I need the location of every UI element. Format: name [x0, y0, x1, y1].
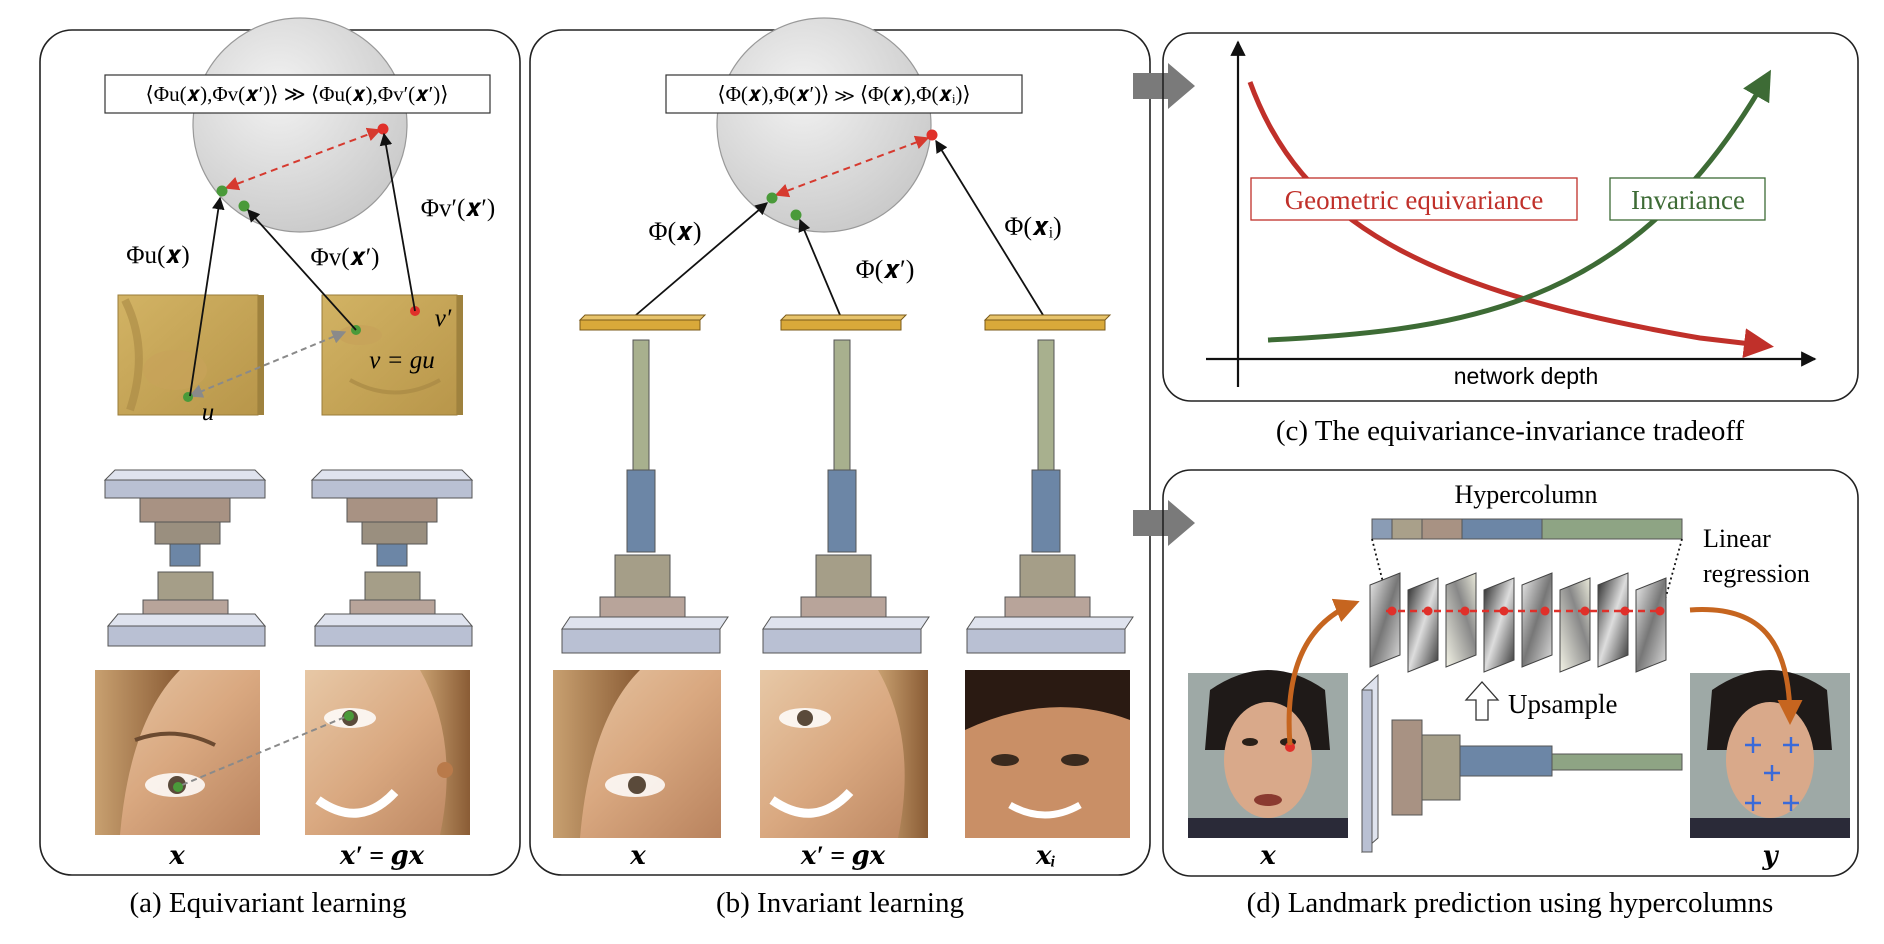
- caption-a: (a) Equivariant learning: [130, 887, 407, 919]
- dashed-gray-arrow-map: [188, 330, 347, 398]
- label-x-a: 𝒙: [168, 841, 185, 870]
- face-photo-xi-b: [965, 670, 1130, 838]
- label-x-d: 𝒙: [1259, 841, 1276, 870]
- label-x-prime-gx-a: 𝒙′ = 𝒈𝒙: [339, 841, 425, 870]
- arrow-v-to-sphere: [247, 209, 357, 331]
- label-x-prime-gx-b: 𝒙′ = 𝒈𝒙: [800, 841, 886, 870]
- legend-box-equivariance: [1250, 177, 1578, 221]
- point-phi-v: [238, 200, 250, 212]
- embedding-sphere-a: [192, 17, 408, 233]
- label-phi-x-prime: Φ(𝒙′): [856, 255, 915, 284]
- face-photo-x-d: [1188, 670, 1348, 838]
- formula-b: ⟨Φ(𝒙),Φ(𝒙′)⟩ ≫ ⟨Φ(𝒙),Φ(𝒙ᵢ)⟩: [717, 82, 970, 106]
- dashed-red-arrow-a: [224, 127, 382, 191]
- panel-b: ⟨Φ(𝒙),Φ(𝒙′)⟩ ≫ ⟨Φ(𝒙),Φ(𝒙ᵢ)⟩ Φ(𝒙) Φ(𝒙′) Φ…: [529, 17, 1151, 919]
- caption-c: (c) The equivariance-invariance tradeoff: [1276, 415, 1745, 447]
- arrow-xi-to-sphere: [935, 139, 1044, 316]
- panel-d: Hypercolumn Linear regression: [1162, 469, 1859, 919]
- caption-b: (b) Invariant learning: [716, 887, 964, 919]
- point-phi-xi: [926, 129, 938, 141]
- label-phi-u-x: Φu(𝒙): [126, 242, 190, 269]
- panel-a: ⟨Φu(𝒙),Φv(𝒙′)⟩ ≫ ⟨Φu(𝒙),Φv′(𝒙′)⟩ Φu(𝒙) Φ…: [39, 17, 521, 919]
- point-phi-x-prime: [790, 209, 802, 221]
- label-x-b: 𝒙: [629, 841, 646, 870]
- point-phi-v-prime: [377, 123, 389, 135]
- label-upsample: Upsample: [1508, 689, 1617, 719]
- label-phi-v-x-prime: Φv(𝒙′): [311, 244, 380, 271]
- cnn-stack-a-right: [310, 469, 474, 647]
- dashed-red-arrow-b: [774, 135, 930, 198]
- face-photo-x-b: [553, 670, 721, 838]
- point-face-x: [173, 782, 183, 792]
- landmark-markers: [1745, 737, 1799, 811]
- x-axis-label: network depth: [1454, 363, 1598, 389]
- cnn-horizontal-d: [1361, 673, 1683, 854]
- face-photo-x-prime-b: [760, 670, 928, 838]
- formula-a: ⟨Φu(𝒙),Φv(𝒙′)⟩ ≫ ⟨Φu(𝒙),Φv′(𝒙′)⟩: [146, 82, 449, 106]
- cnn-tower-b-3: [966, 314, 1134, 654]
- orange-arrow-input: [1286, 598, 1360, 746]
- label-phi-xi: Φ(𝒙ᵢ): [1004, 212, 1061, 241]
- feature-maps-stack: [1369, 572, 1667, 673]
- point-u: [183, 392, 193, 402]
- formula-box-b: [665, 74, 1023, 114]
- cnn-stack-a-left: [103, 469, 267, 647]
- label-phi-x: Φ(𝒙): [648, 217, 701, 246]
- arrow-x-to-sphere: [635, 202, 768, 316]
- panel-c-frame: [1162, 32, 1859, 402]
- orange-arrow-output: [1689, 607, 1803, 725]
- point-face-x-prime: [344, 711, 354, 721]
- curve-invariance: [1267, 69, 1771, 343]
- cnn-tower-b-2: [762, 314, 930, 654]
- label-v-gu: v = gu: [369, 347, 434, 374]
- label-u: u: [202, 399, 215, 426]
- label-invariance: Invariance: [1631, 185, 1745, 215]
- caption-d: (d) Landmark prediction using hypercolum…: [1247, 887, 1774, 919]
- arrow-x-prime-to-sphere: [798, 218, 841, 316]
- label-phi-v-prime-x-prime: Φv′(𝒙′): [421, 195, 495, 222]
- label-v-prime: v′: [435, 305, 452, 332]
- embedding-sphere-b: [716, 17, 932, 233]
- dotted-line-right: [1664, 538, 1683, 601]
- formula-box-a: [104, 74, 491, 114]
- hypercolumn-bar: [1371, 518, 1683, 540]
- label-linear: Linear: [1703, 524, 1771, 553]
- point-phi-u: [216, 185, 228, 197]
- cnn-tower-b-1: [561, 314, 729, 654]
- label-hypercolumn: Hypercolumn: [1455, 480, 1598, 509]
- panel-c: Geometric equivariance Invariance networ…: [1162, 32, 1859, 447]
- curve-geometric-equivariance: [1247, 81, 1774, 359]
- hypercolumn-points: [1387, 606, 1665, 616]
- face-photo-x-prime-a: [305, 670, 470, 835]
- arrow-u-to-sphere: [189, 196, 225, 397]
- label-xi-b: 𝒙ᵢ: [1035, 841, 1056, 870]
- legend-box-invariance: [1609, 177, 1766, 221]
- face-photo-x-a: [95, 670, 260, 835]
- point-phi-x: [766, 192, 778, 204]
- block-arrow-to-d: [1133, 500, 1195, 546]
- panel-d-frame: [1162, 469, 1859, 877]
- face-photo-y-d: [1690, 670, 1850, 838]
- label-y-d: 𝒚: [1761, 841, 1779, 870]
- label-geometric-equivariance: Geometric equivariance: [1285, 185, 1544, 215]
- block-arrow-to-c: [1133, 63, 1195, 109]
- arrow-v-prime-to-sphere: [379, 132, 416, 312]
- label-regression: regression: [1703, 559, 1810, 588]
- upsample-arrow-icon: [1464, 681, 1500, 721]
